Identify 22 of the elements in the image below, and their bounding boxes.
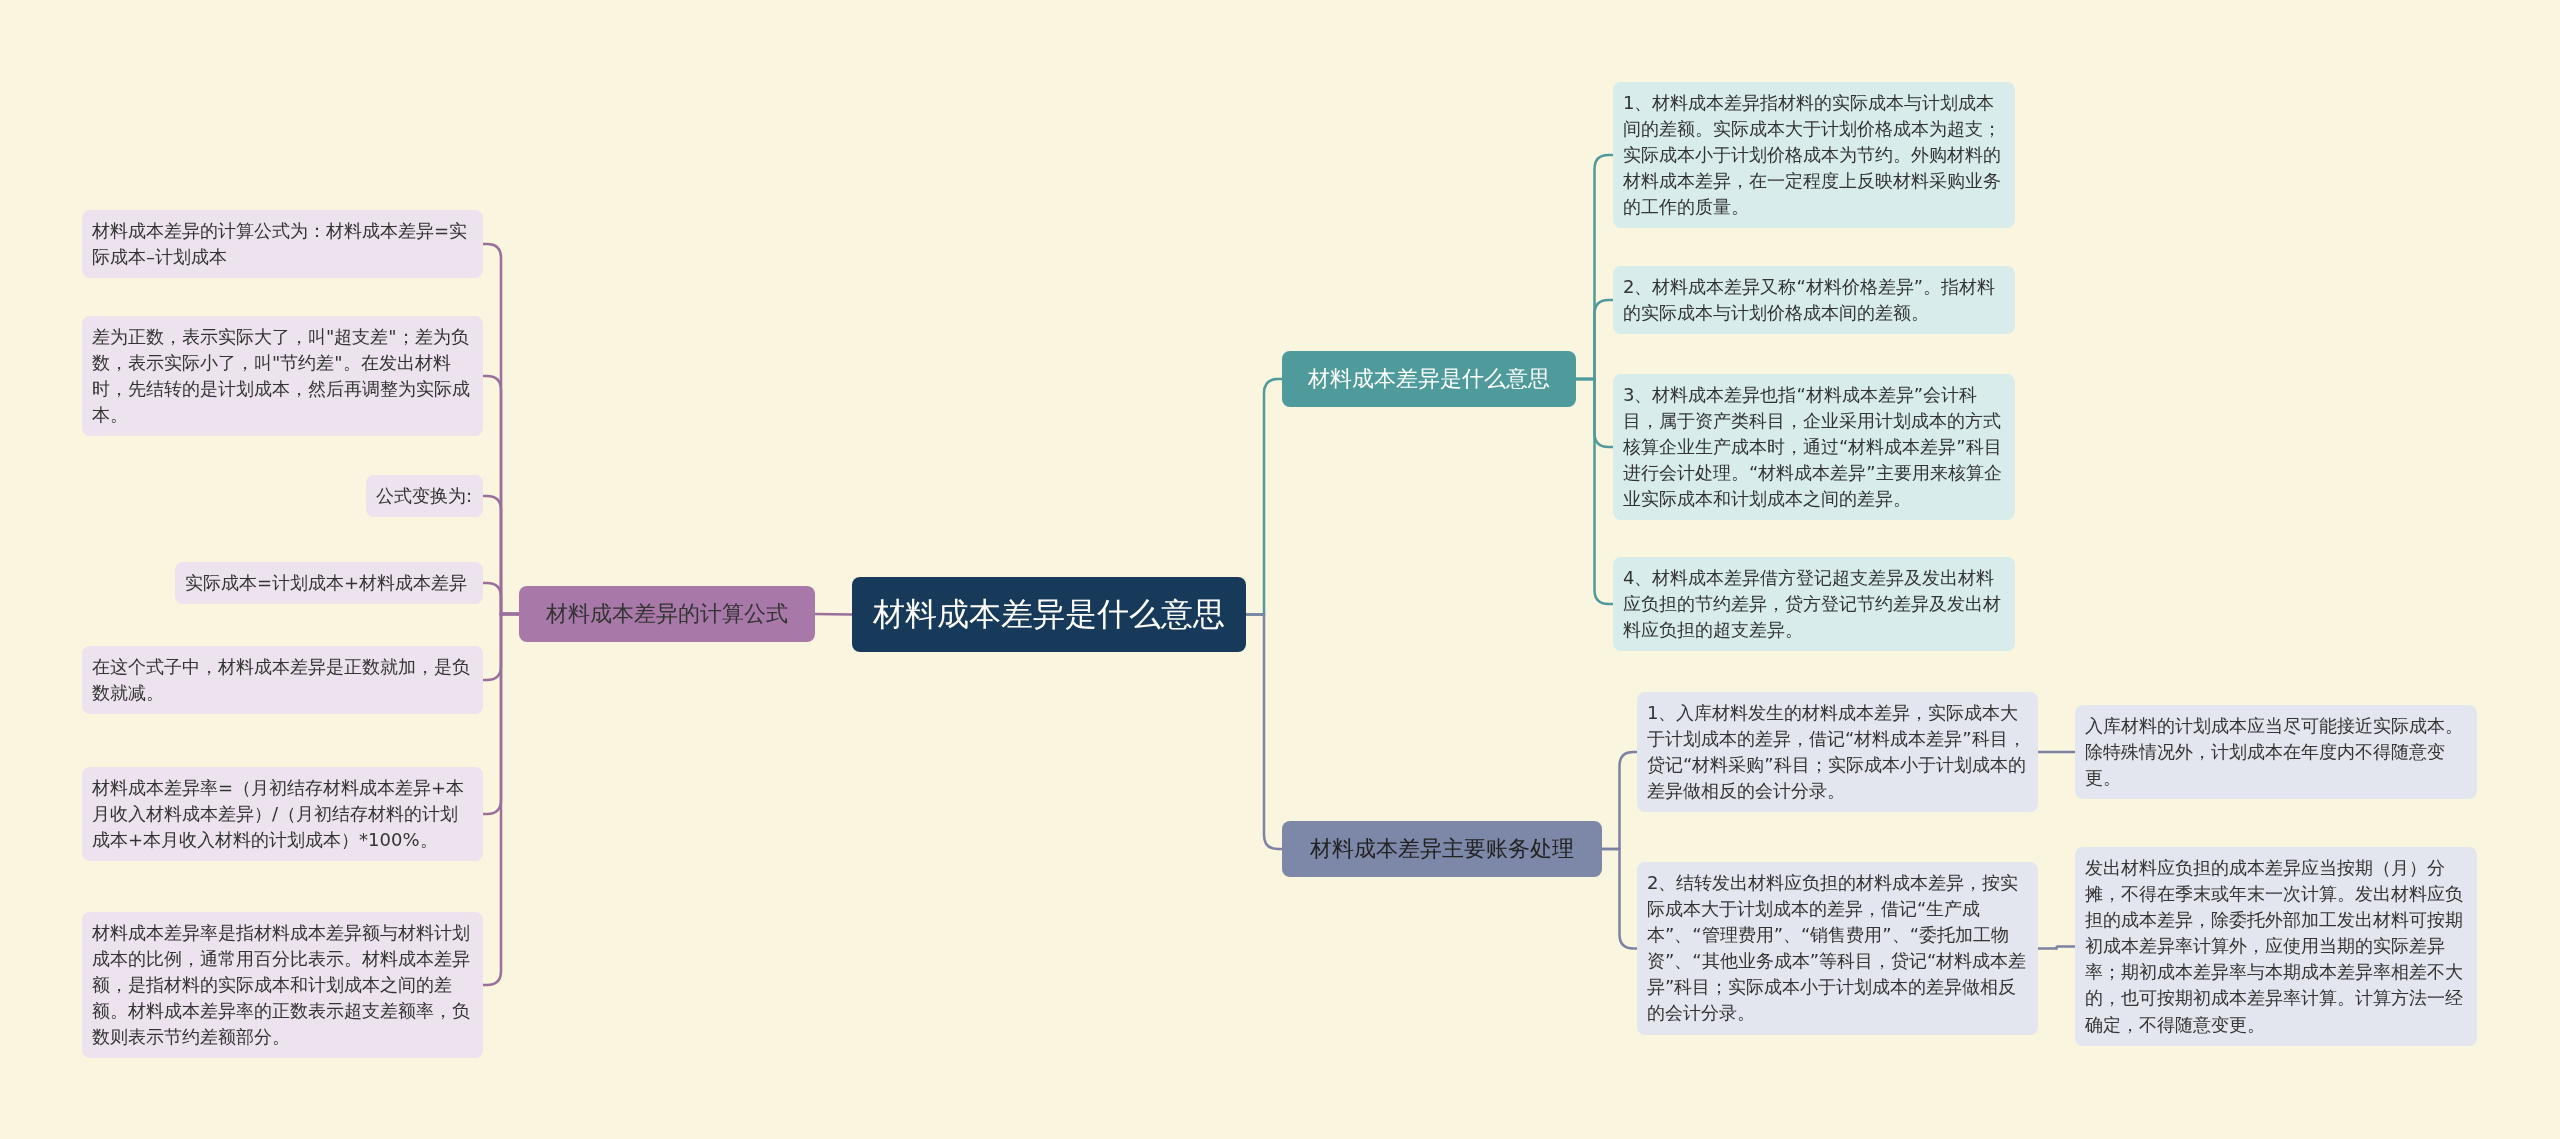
note-box: 3、材料成本差异也指“材料成本差异”会计科目，属于资产类科目，企业采用计划成本的方式核算企业生产成本时，通过“材料成本差异”科目进行会计处理。“材料成本差异”主要用来核算企业实际成本和计划成本之间的差异。 [1613, 374, 2015, 521]
note-box: 1、入库材料发生的材料成本差异，实际成本大于计划成本的差异，借记“材料成本差异”科目，贷记“材料采购”科目；实际成本小于计划成本的差异做相反的会计分录。 [1637, 692, 2038, 813]
note-box: 材料成本差异的计算公式为：材料成本差异=实际成本–计划成本 [82, 210, 483, 279]
root-topic-box: 材料成本差异是什么意思 [852, 577, 1246, 652]
note-box: 材料成本差异率=（月初结存材料成本差异+本月收入材料成本差异）/（月初结存材料的计划成本+本月收入材料的计划成本）*100%。 [82, 767, 483, 862]
branch-topic-box: 材料成本差异主要账务处理 [1282, 821, 1602, 877]
connector-line [2038, 945, 2075, 950]
note-box: 差为正数，表示实际大了，叫"超支差"；差为负数，表示实际小了，叫"节约差"。在发出材料时，先结转的是计划成本，然后再调整为实际成本。 [82, 316, 483, 437]
note-box: 入库材料的计划成本应当尽可能接近实际成本。除特殊情况外，计划成本在年度内不得随意变更。 [2075, 705, 2477, 800]
note-box: 材料成本差异率是指材料成本差异额与材料计划成本的比例，通常用百分比表示。材料成本差异额，是指材料的实际成本和计划成本之间的差额。材料成本差异率的正数表示超支差额率，负数则表示节约差额部分。 [82, 912, 483, 1059]
note-box: 发出材料应负担的成本差异应当按期（月）分摊，不得在季末或年末一次计算。发出材料应负担的成本差异，除委托外部加工发出材料可按期初成本差异率计算外，应使用当期的实际差异率；期初成本差异率与本期成本差异率相差不大的，也可按期初成本差异率计算。计算方法一经确定，不得随意变更。 [2075, 847, 2477, 1046]
branch-topic-box: 材料成本差异是什么意思 [1282, 351, 1576, 407]
connector-line [2038, 750, 2075, 754]
note-box: 在这个式子中，材料成本差异是正数就加，是负数就减。 [82, 646, 483, 715]
note-box: 4、材料成本差异借方登记超支差异及发出材料应负担的节约差异，贷方登记节约差异及发出材料应负担的超支差异。 [1613, 557, 2015, 652]
note-box: 公式变换为: [366, 475, 483, 518]
note-box: 实际成本=计划成本+材料成本差异 [175, 562, 483, 605]
branch-topic-box: 材料成本差异的计算公式 [519, 586, 815, 642]
note-box: 2、结转发出材料应负担的材料成本差异，按实际成本大于计划成本的差异，借记“生产成本”、“管理费用”、“销售费用”、“委托加工物资”、“其他业务成本”等科目，贷记“材料成本差异”科目；实际成本小于计划成本的差异做相反的会计分录。 [1637, 862, 2038, 1035]
note-box: 2、材料成本差异又称“材料价格差异”。指材料的实际成本与计划价格成本间的差额。 [1613, 266, 2015, 335]
note-box: 1、材料成本差异指材料的实际成本与计划成本间的差额。实际成本大于计划价格成本为超支；实际成本小于计划价格成本为节约。外购材料的材料成本差异，在一定程度上反映材料采购业务的工作的质量。 [1613, 82, 2015, 229]
connector-line [815, 612, 852, 616]
